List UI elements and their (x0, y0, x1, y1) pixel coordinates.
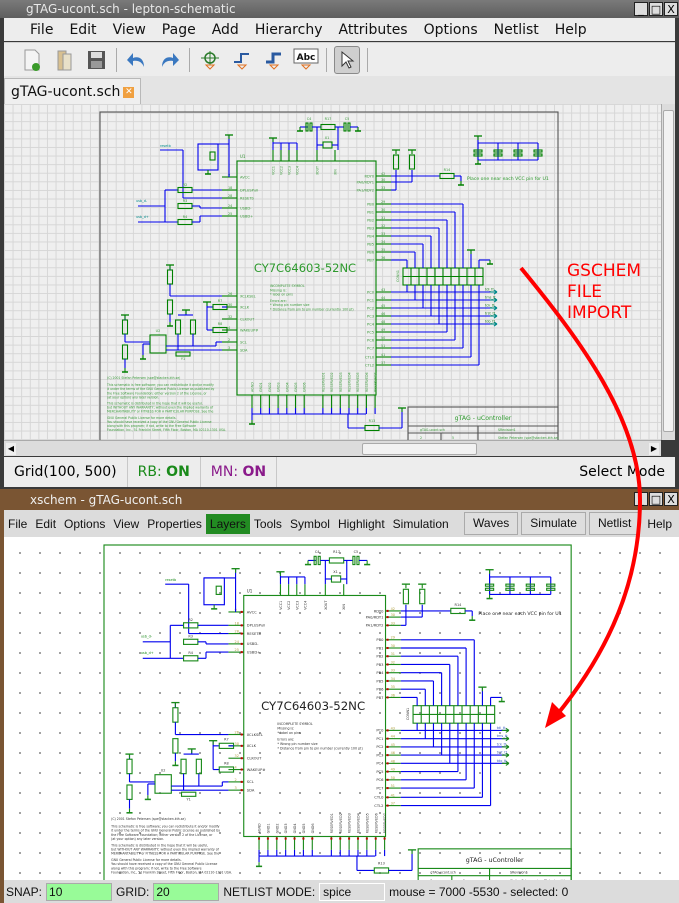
toolbar-separator (116, 47, 117, 72)
undo-icon[interactable] (124, 46, 150, 74)
netlist-mode-label: NETLIST MODE: (223, 884, 316, 899)
rb-label: RB: (137, 464, 162, 480)
netlist-mode-field[interactable]: spice (319, 882, 386, 901)
menu-bar: File Edit Options View Properties Layers… (4, 510, 679, 537)
menu-options[interactable]: Options (423, 21, 478, 38)
lepton-schematic-window: gTAG-ucont.sch - lepton-schematic _□X Fi… (0, 0, 679, 489)
simulate-button[interactable]: Simulate (521, 512, 586, 535)
snap-label: SNAP: (6, 884, 43, 899)
window-title: xschem - gTAG-ucont.sch (30, 493, 183, 507)
menu-help[interactable]: Help (647, 516, 672, 531)
menu-edit[interactable]: Edit (69, 21, 97, 38)
scroll-left-arrow[interactable]: ◀ (6, 443, 16, 455)
toolbar-separator (367, 47, 368, 72)
menu-file[interactable]: File (30, 21, 54, 38)
grid-status: Grid(100, 500) (4, 457, 128, 487)
vertical-scrollbar[interactable] (661, 104, 675, 440)
menu-add[interactable]: Add (211, 21, 239, 38)
add-bus-icon[interactable] (261, 46, 287, 74)
maximize-button[interactable]: □ (649, 492, 663, 506)
pointer-icon (341, 50, 355, 69)
toolbar-separator (326, 47, 327, 72)
grid-input[interactable]: 20 (153, 882, 220, 901)
tab-bar: gTAG-ucont.sch✕ (4, 76, 675, 104)
rubberband-status: RB: ON (128, 457, 201, 487)
menu-highlight[interactable]: Highlight (337, 516, 385, 531)
menu-symbol[interactable]: Symbol (289, 516, 330, 531)
menu-tools[interactable]: Tools (253, 516, 282, 531)
maximize-button[interactable]: □ (649, 2, 663, 16)
xschem-window: xschem - gTAG-ucont.sch _□X File Edit Op… (0, 489, 679, 903)
mouse-status: mouse = 7000 -5530 - selected: 0 (389, 884, 569, 899)
schematic-canvas[interactable] (4, 104, 661, 440)
toolbar: Abc (4, 42, 675, 76)
new-file-icon[interactable] (19, 46, 45, 74)
open-file-icon[interactable] (51, 46, 77, 74)
menu-help[interactable]: Help (554, 21, 587, 38)
status-bar: SNAP: 10 GRID: 20 NETLIST MODE: spice mo… (4, 880, 679, 903)
menu-netlist[interactable]: Netlist (493, 21, 539, 38)
add-text-label: Abc (297, 53, 316, 63)
tab-gtag-ucont[interactable]: gTAG-ucont.sch✕ (4, 78, 142, 104)
horizontal-scroll-thumb[interactable] (362, 443, 477, 455)
add-net-icon[interactable] (229, 46, 255, 74)
add-text-icon[interactable]: Abc (293, 46, 319, 74)
minimize-button[interactable]: _ (634, 2, 648, 16)
menu-options[interactable]: Options (64, 516, 106, 531)
menu-properties[interactable]: Properties (147, 516, 202, 531)
close-tab-icon[interactable]: ✕ (123, 86, 135, 98)
menu-hierarchy[interactable]: Hierarchy (254, 21, 323, 38)
menu-attributes[interactable]: Attributes (338, 21, 408, 38)
snap-input[interactable]: 10 (46, 882, 113, 901)
menu-layers[interactable]: Layers (205, 513, 250, 534)
status-bar: Grid(100, 500) RB: ON MN: ON Select Mode (4, 457, 675, 487)
waves-button[interactable]: Waves (464, 512, 519, 535)
vertical-scroll-thumb[interactable] (663, 110, 674, 432)
save-icon[interactable] (83, 46, 109, 74)
menu-file[interactable]: File (8, 516, 28, 531)
menu-bar: File Edit View Page Add Hierarchy Attrib… (4, 18, 675, 41)
grid-label: GRID: (116, 884, 150, 899)
menu-simulation[interactable]: Simulation (392, 516, 449, 531)
rb-value: ON (166, 464, 190, 480)
mn-value: ON (242, 464, 267, 480)
redo-icon[interactable] (156, 46, 182, 74)
mode-status: Select Mode (579, 464, 665, 480)
magnetic-net-status: MN: ON (201, 457, 278, 487)
select-mode-button[interactable] (334, 45, 360, 74)
mn-label: MN: (210, 464, 239, 480)
tab-label: gTAG-ucont.sch (11, 84, 121, 100)
menu-edit[interactable]: Edit (35, 516, 57, 531)
menu-page[interactable]: Page (161, 21, 196, 38)
minimize-button[interactable]: _ (634, 492, 648, 506)
close-button[interactable]: X (664, 2, 678, 16)
menu-view[interactable]: View (112, 21, 146, 38)
window-title: gTAG-ucont.sch - lepton-schematic (26, 2, 236, 16)
add-component-icon[interactable] (197, 46, 223, 74)
netlist-button[interactable]: Netlist (588, 512, 641, 535)
menu-view[interactable]: View (113, 516, 140, 531)
scroll-right-arrow[interactable]: ▶ (649, 443, 659, 455)
schematic-canvas[interactable] (4, 537, 679, 880)
close-button[interactable]: X (664, 492, 678, 506)
horizontal-scrollbar[interactable]: ◀ ▶ (4, 440, 661, 456)
title-bar: gTAG-ucont.sch - lepton-schematic _□X (0, 0, 679, 18)
toolbar-separator (189, 47, 190, 72)
